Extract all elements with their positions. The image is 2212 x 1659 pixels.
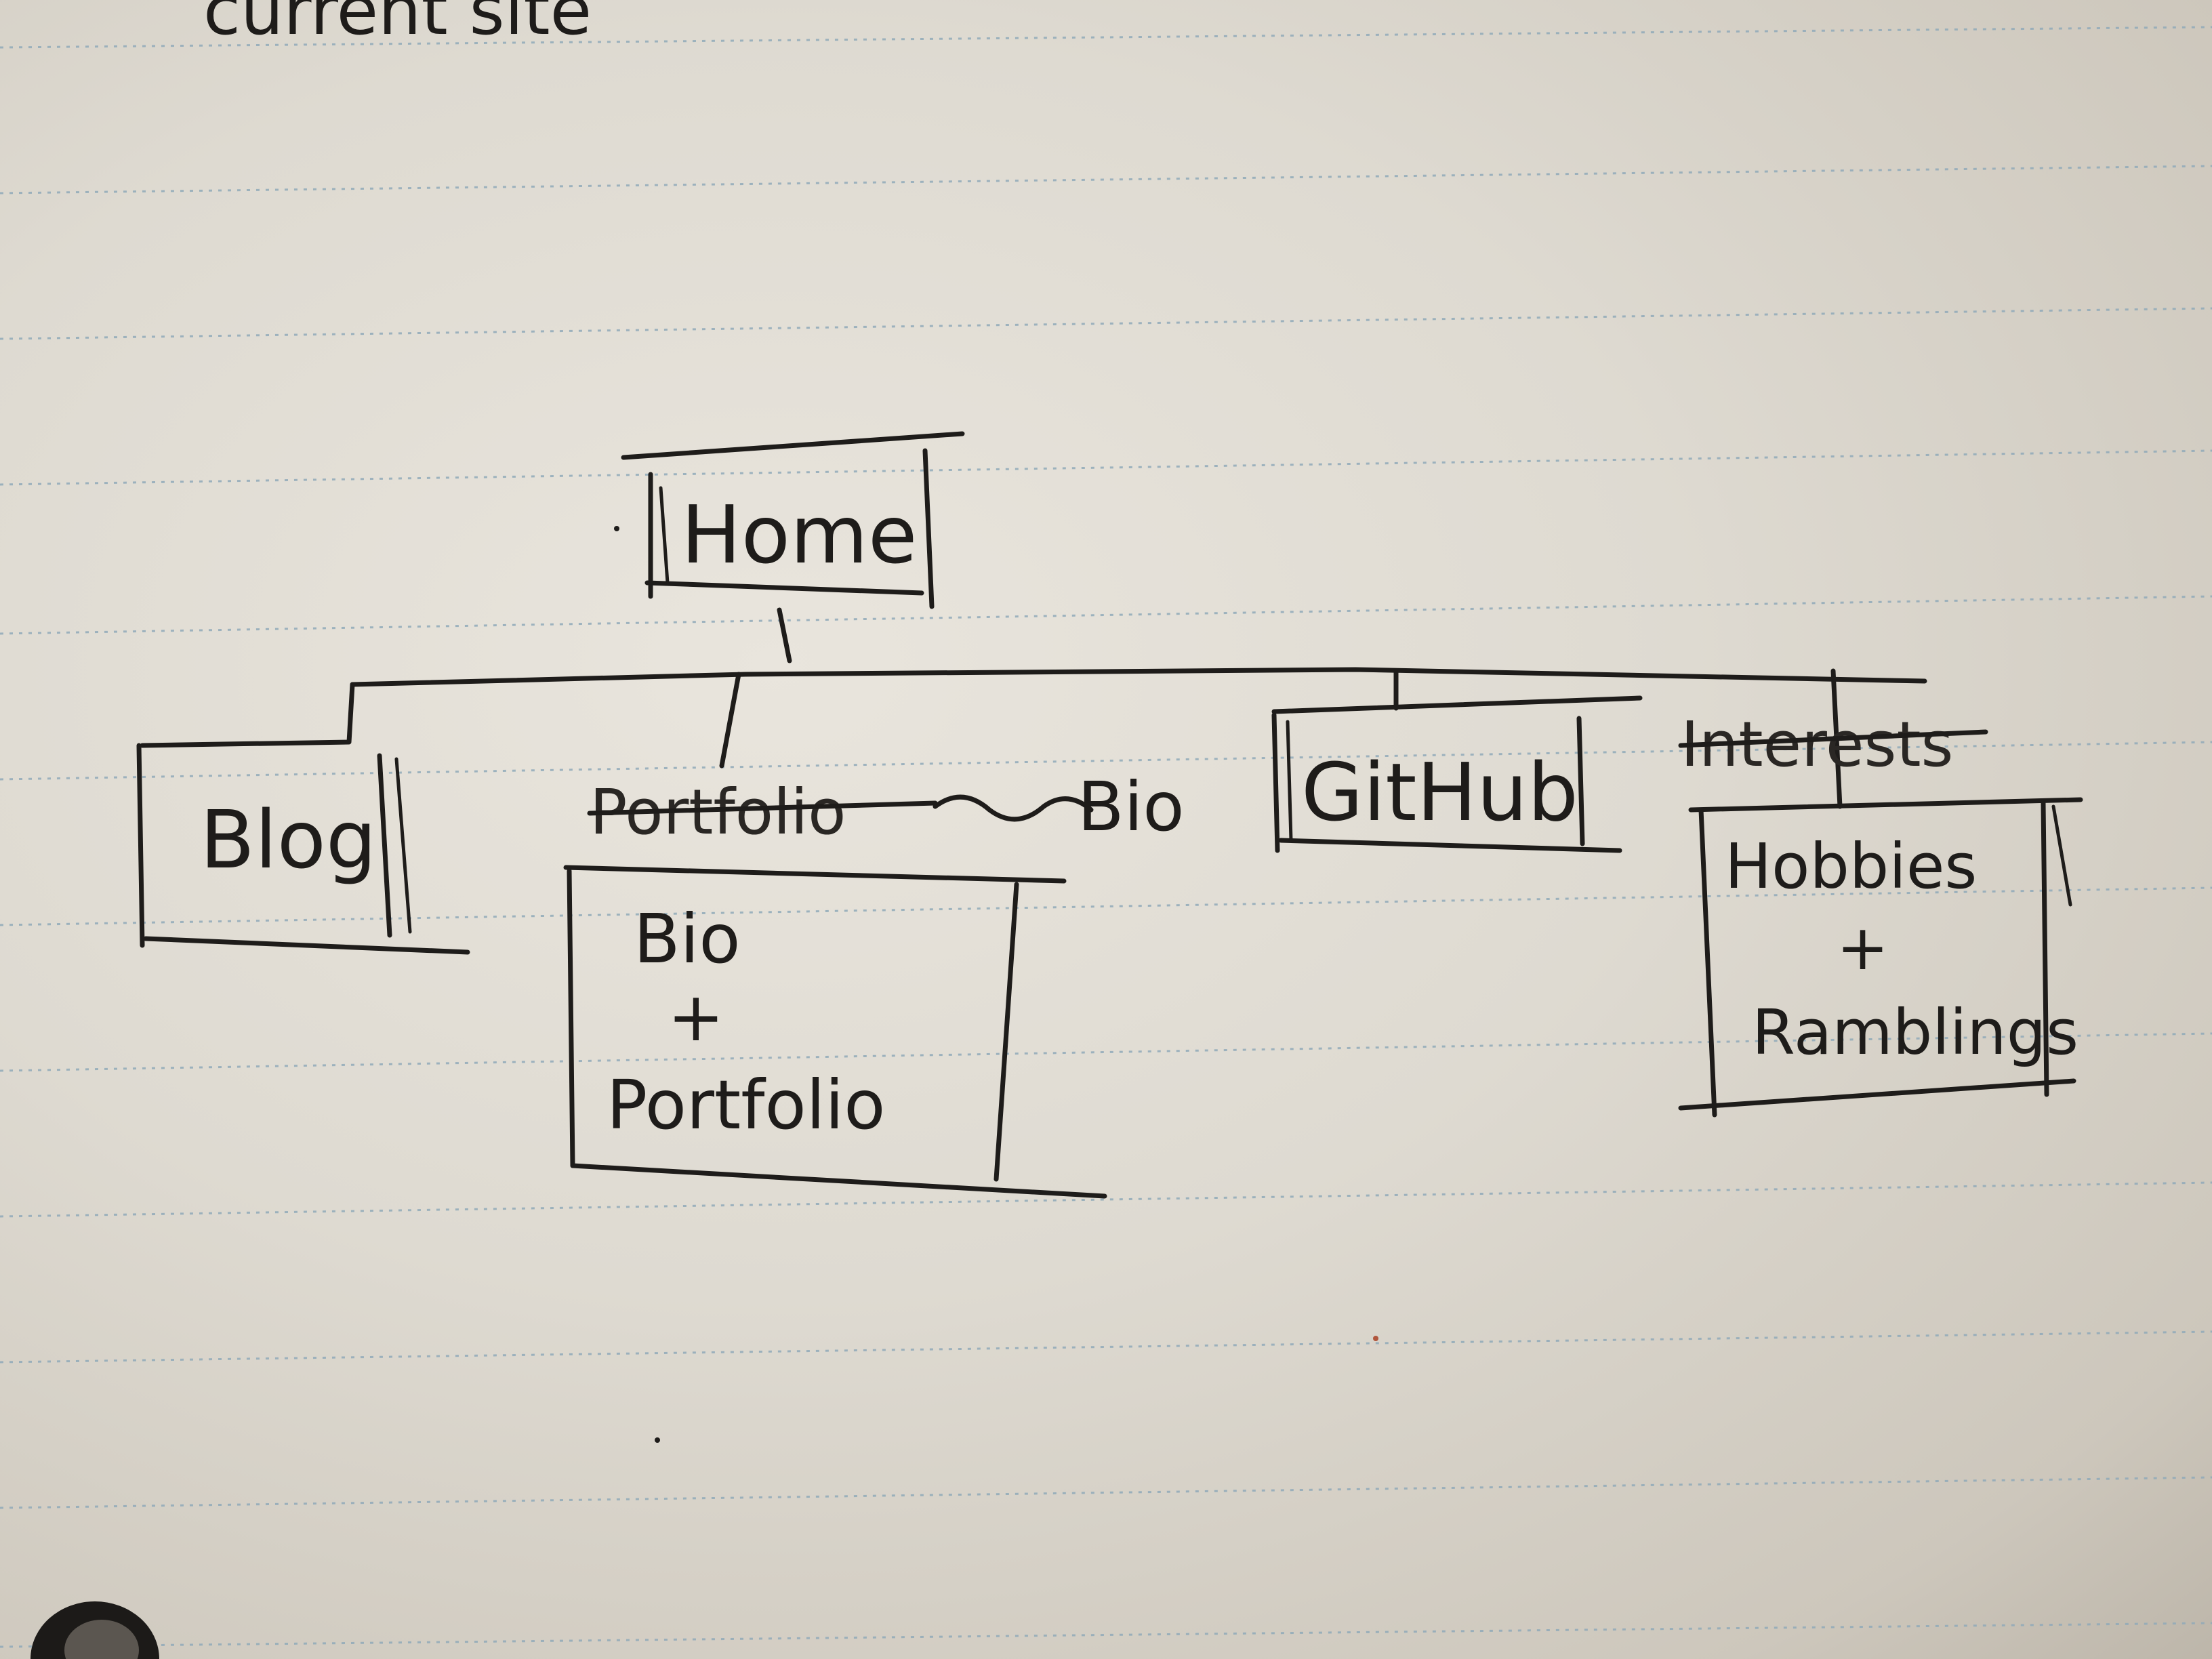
ink-dot bbox=[655, 1437, 660, 1443]
scribble-mark bbox=[933, 794, 1094, 822]
strike-through-line bbox=[587, 800, 938, 816]
blog-label: Blog bbox=[200, 793, 377, 886]
portfolio-label: Portfolio bbox=[607, 1065, 885, 1145]
home-connector bbox=[777, 607, 792, 663]
interests-crossed-group: Interests bbox=[1678, 708, 1988, 781]
ink-dot bbox=[1373, 1336, 1378, 1341]
ramblings-label: Ramblings bbox=[1752, 996, 2078, 1069]
bio-portfolio-node: Bio + Portfolio bbox=[563, 865, 1107, 1199]
github-node: GitHub bbox=[1271, 695, 1643, 853]
branch-line bbox=[350, 667, 1927, 687]
ink-dot bbox=[614, 526, 619, 531]
hobbies-plus-sign: + bbox=[1837, 912, 1889, 984]
binder-ring-icon bbox=[30, 1601, 159, 1659]
home-node: Home bbox=[621, 431, 965, 609]
github-label: GitHub bbox=[1301, 745, 1578, 839]
header-partial-text: current site bbox=[203, 0, 592, 50]
bio-strikethrough-label: Bio bbox=[1078, 767, 1185, 846]
hobbies-label: Hobbies bbox=[1725, 830, 1977, 903]
bio-connector bbox=[719, 672, 741, 769]
bio-plus-sign: + bbox=[668, 977, 724, 1057]
crossed-label: Portfolio Bio bbox=[587, 767, 1185, 848]
ruled-lines bbox=[0, 26, 2212, 1648]
blog-node: Blog bbox=[136, 682, 470, 955]
home-label: Home bbox=[681, 488, 917, 581]
hobbies-ramblings-node: Hobbies + Ramblings bbox=[1678, 797, 2083, 1118]
interests-strike-line bbox=[1678, 729, 1988, 748]
bio-label: Bio bbox=[634, 899, 741, 979]
